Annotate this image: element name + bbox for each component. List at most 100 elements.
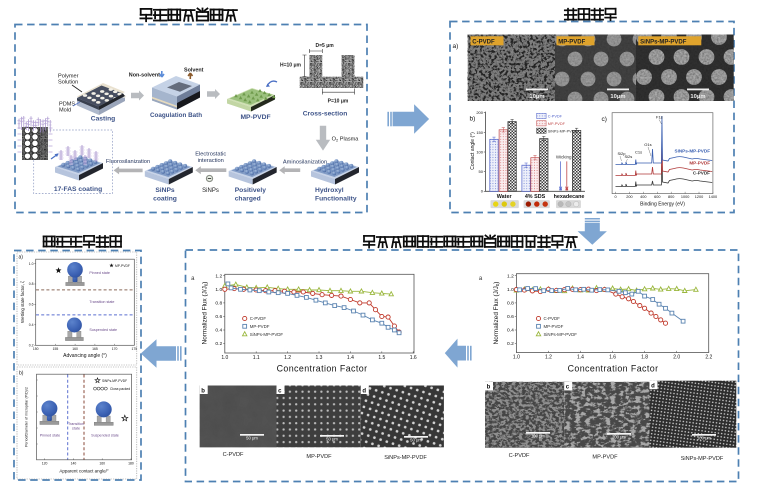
svg-text:Transition state: Transition state bbox=[89, 300, 114, 304]
svg-text:1.2: 1.2 bbox=[284, 355, 291, 361]
svg-text:MP-PVDF: MP-PVDF bbox=[249, 324, 269, 329]
svg-text:17-FAS coating: 17-FAS coating bbox=[54, 186, 102, 193]
svg-text:160: 160 bbox=[99, 462, 105, 466]
svg-text:0.4: 0.4 bbox=[215, 328, 222, 334]
svg-text:d: d bbox=[651, 384, 655, 390]
svg-text:155: 155 bbox=[53, 347, 59, 351]
svg-text:1.6: 1.6 bbox=[409, 355, 416, 361]
svg-text:120: 120 bbox=[42, 462, 48, 466]
svg-text:150: 150 bbox=[33, 347, 39, 351]
svg-text:100 μm: 100 μm bbox=[611, 435, 626, 440]
svg-text:Positively: Positively bbox=[235, 187, 267, 194]
svg-text:175: 175 bbox=[131, 347, 137, 351]
svg-text:Normalized Flux (J/J0): Normalized Flux (J/J0) bbox=[493, 282, 500, 345]
svg-text:F1s: F1s bbox=[656, 115, 663, 120]
svg-text:0.6: 0.6 bbox=[506, 314, 513, 320]
svg-text:Transition: Transition bbox=[68, 422, 84, 426]
svg-text:Cross-section: Cross-section bbox=[303, 111, 348, 118]
svg-text:D=5 μm: D=5 μm bbox=[316, 43, 335, 49]
svg-text:Electrostatic: Electrostatic bbox=[195, 152, 226, 158]
svg-text:O1s: O1s bbox=[644, 142, 651, 147]
svg-text:0.6: 0.6 bbox=[215, 314, 222, 320]
svg-text:Water: Water bbox=[497, 194, 513, 200]
svg-text:0.6: 0.6 bbox=[29, 303, 34, 307]
svg-text:Functionality: Functionality bbox=[315, 196, 357, 203]
svg-text:0.4: 0.4 bbox=[29, 323, 34, 327]
svg-text:200: 200 bbox=[626, 195, 632, 199]
svg-text:b: b bbox=[201, 388, 205, 394]
svg-text:H=10 μm: H=10 μm bbox=[280, 63, 302, 69]
svg-text:MP-PVDF: MP-PVDF bbox=[306, 454, 332, 460]
svg-text:200: 200 bbox=[476, 110, 483, 115]
svg-text:C-PVDF: C-PVDF bbox=[472, 39, 495, 45]
svg-text:0: 0 bbox=[481, 189, 484, 194]
svg-text:0.4: 0.4 bbox=[506, 328, 513, 334]
svg-text:O2 Plasma: O2 Plasma bbox=[332, 136, 360, 142]
svg-text:4% SDS: 4% SDS bbox=[525, 194, 546, 200]
svg-text:Close-packed: Close-packed bbox=[110, 387, 130, 391]
svg-text:SiNPs-MP-PVDF: SiNPs-MP-PVDF bbox=[675, 149, 711, 154]
svg-text:a): a) bbox=[19, 255, 24, 261]
svg-text:Contact angle (°): Contact angle (°) bbox=[470, 132, 476, 170]
svg-text:Pinned state: Pinned state bbox=[89, 271, 110, 275]
svg-text:C-PVDF: C-PVDF bbox=[548, 115, 563, 119]
svg-text:MP-PVDF: MP-PVDF bbox=[115, 264, 130, 268]
svg-text:50: 50 bbox=[479, 169, 484, 174]
svg-text:c: c bbox=[565, 385, 569, 391]
svg-text:100 μm: 100 μm bbox=[530, 434, 545, 439]
svg-text:Binding Energy (eV): Binding Energy (eV) bbox=[640, 202, 685, 208]
svg-text:1000: 1000 bbox=[681, 195, 689, 199]
svg-text:2.0: 2.0 bbox=[673, 355, 680, 361]
svg-text:1.8: 1.8 bbox=[641, 355, 648, 361]
svg-text:Si2p: Si2p bbox=[618, 151, 627, 156]
svg-text:1.2: 1.2 bbox=[506, 273, 513, 279]
svg-text:100 μm: 100 μm bbox=[696, 436, 711, 441]
svg-text:interaction: interaction bbox=[198, 158, 224, 164]
svg-text:a: a bbox=[478, 276, 482, 282]
svg-text:Solvent: Solvent bbox=[184, 68, 204, 74]
svg-text:Coagulation Bath: Coagulation Bath bbox=[150, 112, 202, 119]
svg-text:400: 400 bbox=[640, 195, 646, 199]
svg-text:1.2: 1.2 bbox=[215, 273, 222, 279]
svg-text:Wicking: Wicking bbox=[556, 155, 572, 160]
svg-text:1.2: 1.2 bbox=[545, 355, 552, 361]
svg-text:Mold: Mold bbox=[59, 108, 71, 114]
svg-text:100: 100 bbox=[476, 149, 483, 154]
svg-text:Wetting state factor, ζ: Wetting state factor, ζ bbox=[20, 281, 25, 323]
svg-text:C-PVDF: C-PVDF bbox=[543, 316, 560, 321]
svg-text:0.8: 0.8 bbox=[215, 301, 222, 307]
svg-text:MP-PVDF: MP-PVDF bbox=[240, 114, 270, 121]
svg-text:P=10 μm: P=10 μm bbox=[328, 99, 349, 105]
svg-text:MP-PVDF: MP-PVDF bbox=[543, 324, 563, 329]
svg-text:SiNPs-MP-PVDF: SiNPs-MP-PVDF bbox=[249, 332, 283, 337]
svg-text:SiNPs-MP-PVDF: SiNPs-MP-PVDF bbox=[384, 455, 427, 461]
svg-text:SiNPs: SiNPs bbox=[155, 187, 175, 194]
svg-text:0.8: 0.8 bbox=[506, 301, 513, 307]
svg-text:Non-solvent: Non-solvent bbox=[129, 73, 160, 79]
svg-text:1.4: 1.4 bbox=[577, 355, 584, 361]
svg-text:1.6: 1.6 bbox=[609, 355, 616, 361]
svg-text:c): c) bbox=[602, 116, 607, 123]
svg-text:2.2: 2.2 bbox=[705, 355, 712, 361]
svg-text:SiNPs-MP-PVDF: SiNPs-MP-PVDF bbox=[680, 456, 723, 462]
svg-text:Hydroxyl: Hydroxyl bbox=[315, 187, 344, 194]
svg-text:Solution: Solution bbox=[58, 80, 78, 86]
svg-text:Polymer: Polymer bbox=[58, 74, 79, 80]
svg-text:10μm: 10μm bbox=[529, 94, 544, 100]
svg-text:0.8: 0.8 bbox=[29, 282, 34, 286]
svg-text:Casting: Casting bbox=[91, 116, 116, 123]
svg-text:c: c bbox=[278, 388, 282, 394]
svg-text:Apparent contact angle/°: Apparent contact angle/° bbox=[59, 469, 109, 474]
svg-text:MP-PVDF: MP-PVDF bbox=[548, 122, 566, 126]
svg-text:Aminosilanization: Aminosilanization bbox=[283, 160, 327, 166]
svg-text:Concentration Factor: Concentration Factor bbox=[276, 364, 367, 374]
svg-text:1.4: 1.4 bbox=[346, 355, 353, 361]
svg-text:coating: coating bbox=[153, 196, 177, 203]
svg-text:10μm: 10μm bbox=[690, 94, 705, 100]
svg-text:Suspended state: Suspended state bbox=[91, 434, 119, 438]
svg-text:140: 140 bbox=[71, 462, 77, 466]
svg-text:1200: 1200 bbox=[695, 195, 703, 199]
svg-text:50 μm: 50 μm bbox=[246, 436, 258, 441]
svg-text:50 μm: 50 μm bbox=[410, 438, 422, 443]
svg-text:0: 0 bbox=[614, 195, 616, 199]
